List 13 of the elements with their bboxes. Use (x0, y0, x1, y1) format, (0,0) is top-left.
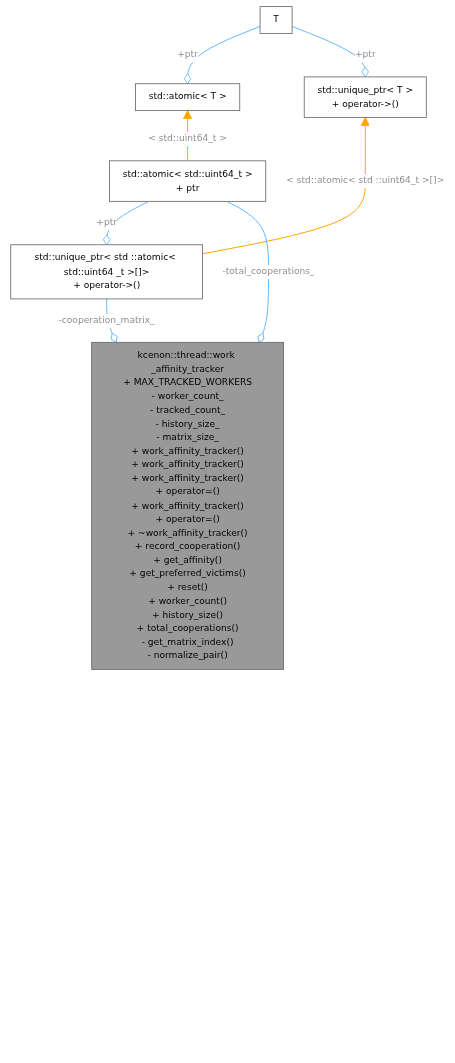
edge-label: +ptr (96, 217, 118, 228)
edge-label: < std::atomic< std ::uint64_t >[]> (286, 175, 445, 186)
node-box: std::unique_ptr< std ::atomic< std::uint64 _t >[]> + operator->() (10, 244, 203, 300)
node-box: std::atomic< std::uint64_t > + ptr (109, 160, 267, 202)
node-box: std::unique_ptr< T > + operator->() (303, 76, 427, 118)
edge-label: +ptr (354, 49, 376, 60)
edge-label: +ptr (177, 49, 198, 60)
edge-label: -cooperation_matrix_ (58, 314, 155, 326)
node-box: kcenon::thread::work _affinity_tracker + MAX_TRACKED_WORKERS - worker_count_ - tracked_count_ - history_size_ - matrix_size_ + work_affinity_tracker() + work_affinity_tracker() + work_affinity_tracker() + operator=() + work_affinity_tracker() + operator=() + ~work_affinity_tracker() + record_cooperation() + get_affinity() + get_preferred_victims() + reset() + worker_count() + history_size() + total_cooperations() - get_matrix_index() - normalize_pair() (91, 341, 284, 670)
edge-label: -total_cooperations_ (222, 265, 315, 277)
node-box: std::atomic< T > (135, 83, 241, 111)
edge-label: < std::uint64_t > (148, 133, 227, 144)
node-box: T (259, 6, 293, 34)
